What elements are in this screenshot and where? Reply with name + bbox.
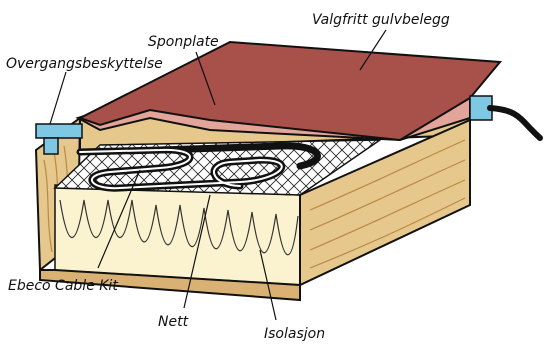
label-ebeco-cable-kit: Ebeco Cable Kit: [8, 278, 118, 294]
insulation-layer: [55, 185, 300, 285]
label-sponplate: Sponplate: [148, 34, 219, 50]
supply-cable: [490, 108, 540, 138]
label-overgangsbeskyttelse: Overgangsbeskyttelse: [6, 56, 163, 72]
label-nett: Nett: [158, 314, 189, 330]
label-valgfritt-gulvbelegg: Valgfritt gulvbelegg: [312, 12, 450, 28]
label-isolasjon: Isolasjon: [264, 326, 325, 342]
